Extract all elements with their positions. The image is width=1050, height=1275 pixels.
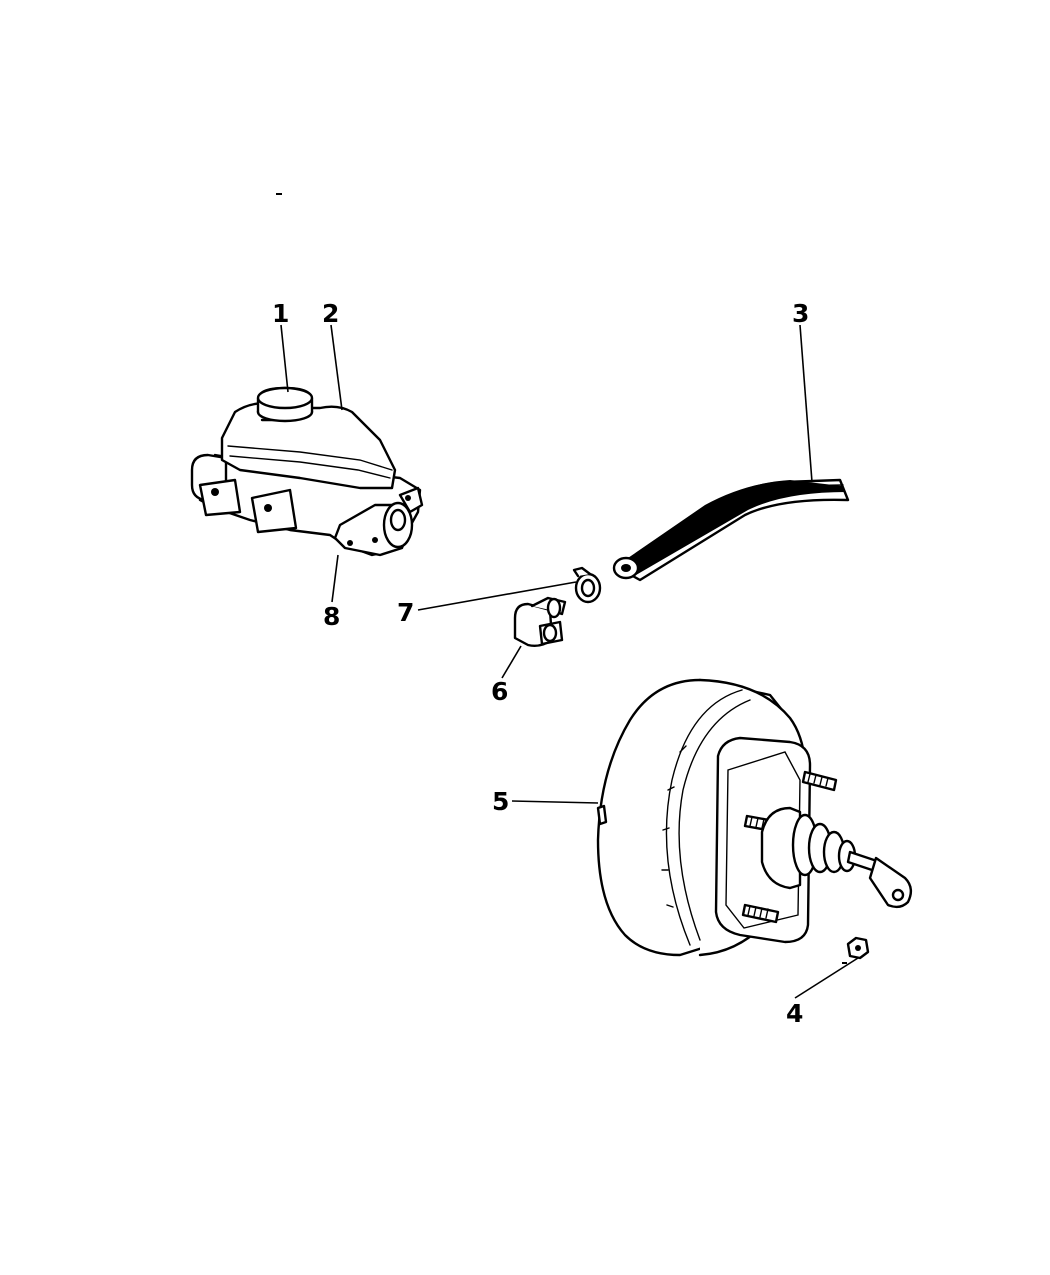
speck (842, 962, 847, 964)
callout-1: 1 (272, 299, 289, 328)
callout-3: 3 (792, 299, 809, 328)
callout-7: 7 (397, 598, 414, 627)
push-rod (846, 850, 913, 909)
callout-4: 4 (786, 999, 803, 1028)
leader-line-3 (799, 324, 813, 483)
callout-2: 2 (322, 299, 339, 328)
booster-nut (846, 936, 870, 960)
check-valve (513, 596, 567, 648)
brake-booster (596, 678, 913, 960)
callout-6: 6 (491, 677, 508, 706)
reservoir-cap (256, 386, 314, 423)
leader-line-7 (417, 581, 577, 611)
reservoir-body (220, 401, 397, 490)
callout-5: 5 (492, 787, 509, 816)
leader-line-1 (280, 324, 289, 393)
leader-line-5 (511, 800, 599, 804)
leader-line-2 (330, 324, 343, 411)
master-cylinder (190, 386, 424, 557)
mounting-stud (801, 770, 838, 792)
vacuum-hose (612, 478, 850, 582)
speck (276, 193, 282, 195)
push-rod-boot (760, 806, 857, 890)
leader-line-4 (794, 957, 859, 999)
mounting-stud (741, 903, 780, 924)
callout-8: 8 (323, 602, 340, 631)
hose-clamp (572, 566, 602, 604)
leader-line-6 (501, 645, 522, 679)
leader-line-8 (331, 554, 339, 603)
